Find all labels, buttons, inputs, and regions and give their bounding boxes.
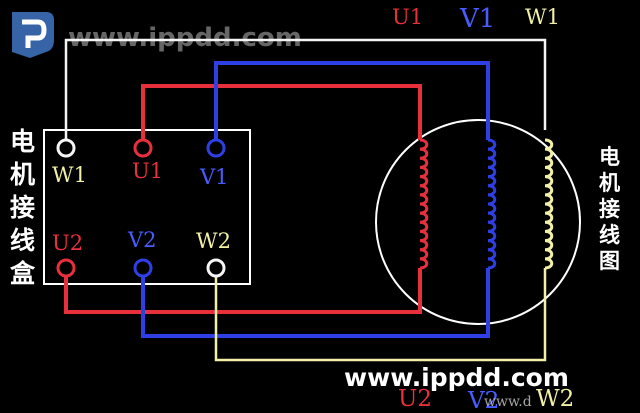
bottom-label-u2: U2 [398, 386, 432, 412]
top-label-w1: W1 [525, 5, 560, 29]
terminal-u2 [56, 258, 76, 278]
side-title-char: 图 [599, 249, 620, 273]
box-title-char: 盒 [9, 259, 36, 288]
terminal-w2 [206, 258, 226, 278]
side-title: 电 机 接 线 图 [599, 145, 620, 273]
box-title-char: 机 [10, 160, 35, 189]
terminal-v1 [206, 138, 226, 158]
footer-watermark: www.ippdd.com [344, 363, 569, 392]
coil-turns [419, 138, 429, 270]
wire-v2 [141, 268, 490, 338]
coil-turns [544, 138, 554, 270]
wire-u2 [64, 268, 422, 314]
wire-u1 [141, 84, 422, 145]
wire-w1 [64, 38, 547, 145]
motor-circle [375, 119, 581, 325]
wire-w2 [214, 268, 547, 362]
bottom-label-w2: W2 [536, 386, 574, 412]
side-title-char: 线 [599, 223, 620, 247]
top-label-u1: U1 [392, 5, 423, 29]
top-label-v1: V1 [459, 4, 495, 34]
side-title-char: 电 [599, 145, 620, 169]
terminal-w1 [56, 138, 76, 158]
coil-v-winding [487, 138, 497, 270]
label-w1: W1 [52, 163, 87, 187]
footer-sub-watermark: www.d [484, 394, 532, 410]
box-title-char: 接 [10, 193, 35, 222]
label-v2: V2 [127, 228, 157, 252]
label-w2: W2 [196, 229, 231, 253]
side-title-char: 接 [599, 197, 620, 221]
coil-w-winding [544, 138, 554, 270]
terminal-v2 [133, 258, 153, 278]
coil-u-winding [419, 138, 429, 270]
box-title-char: 线 [10, 226, 35, 255]
bottom-label-v2: V2 [467, 388, 499, 413]
terminal-u1 [133, 138, 153, 158]
coil-turns [487, 138, 497, 270]
label-v1: V1 [199, 165, 229, 189]
label-u2: U2 [52, 231, 83, 255]
label-u1: U1 [132, 159, 163, 183]
watermark-text: www.ippdd.com [68, 23, 302, 53]
logo-icon [12, 12, 54, 58]
box-title: 电 机 接 线 盒 [9, 127, 36, 288]
junction-box [43, 129, 251, 285]
box-title-char: 电 [10, 127, 35, 156]
side-title-char: 机 [599, 171, 620, 195]
wire-v1 [214, 61, 490, 145]
